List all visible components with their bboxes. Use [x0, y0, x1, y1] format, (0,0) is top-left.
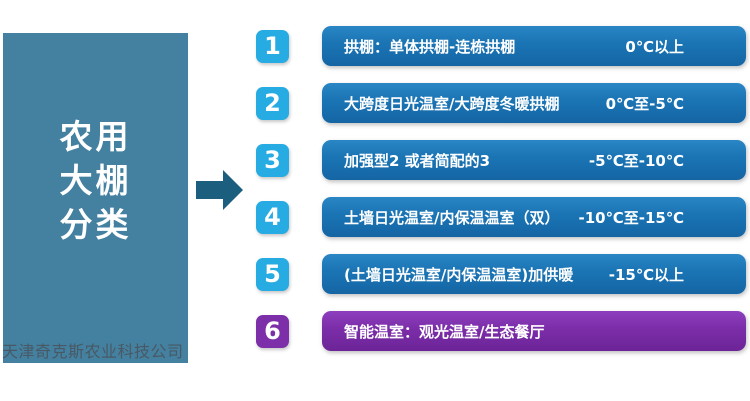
category-label: 加强型2 或者简配的3 — [344, 151, 491, 170]
temperature-range: 0℃至-5℃ — [605, 94, 684, 113]
category-bar[interactable]: 拱棚：单体拱棚-连栋拱棚 0℃以上 — [322, 26, 746, 66]
category-bar[interactable]: (土墙日光温室/内保温温室)加供暖 -15℃以上 — [322, 254, 746, 294]
row-number-badge: 6 — [256, 314, 289, 348]
list-item[interactable]: 1 拱棚：单体拱棚-连栋拱棚 0℃以上 — [256, 26, 746, 66]
category-bar[interactable]: 智能温室：观光温室/生态餐厅 — [322, 311, 746, 351]
list-item[interactable]: 2 大跨度日光温室/大跨度冬暖拱棚 0℃至-5℃ — [256, 83, 746, 123]
temperature-range: -5℃至-10℃ — [588, 151, 684, 170]
title-panel: 农用 大棚 分类 — [3, 33, 188, 363]
page-title: 农用 大棚 分类 — [3, 115, 188, 248]
list-item[interactable]: 3 加强型2 或者简配的3 -5℃至-10℃ — [256, 140, 746, 180]
category-label: 土墙日光温室/内保温温室（双） — [344, 208, 560, 227]
category-bar[interactable]: 土墙日光温室/内保温温室（双） -10℃至-15℃ — [322, 197, 746, 237]
temperature-range: -15℃以上 — [608, 265, 684, 284]
category-label: 大跨度日光温室/大跨度冬暖拱棚 — [344, 94, 560, 113]
category-bar[interactable]: 加强型2 或者简配的3 -5℃至-10℃ — [322, 140, 746, 180]
temperature-range: -10℃至-15℃ — [578, 208, 684, 227]
row-number-badge: 4 — [256, 200, 289, 234]
page-title-line-2: 大棚 — [59, 161, 132, 201]
category-bar[interactable]: 大跨度日光温室/大跨度冬暖拱棚 0℃至-5℃ — [322, 83, 746, 123]
category-label: 拱棚：单体拱棚-连栋拱棚 — [344, 37, 516, 56]
list-item[interactable]: 6 智能温室：观光温室/生态餐厅 — [256, 311, 746, 351]
arrow-right-icon — [196, 168, 244, 212]
list-item[interactable]: 5 (土墙日光温室/内保温温室)加供暖 -15℃以上 — [256, 254, 746, 294]
list-item[interactable]: 4 土墙日光温室/内保温温室（双） -10℃至-15℃ — [256, 197, 746, 237]
temperature-range: 0℃以上 — [625, 37, 684, 56]
row-number-badge: 3 — [256, 143, 289, 177]
category-label: 智能温室：观光温室/生态餐厅 — [344, 322, 545, 341]
row-number-badge: 2 — [256, 86, 289, 120]
row-number-badge: 1 — [256, 29, 289, 63]
company-watermark: 天津奇克斯农业科技公司 — [2, 342, 184, 361]
row-number-badge: 5 — [256, 257, 289, 291]
category-list: 1 拱棚：单体拱棚-连栋拱棚 0℃以上 2 大跨度日光温室/大跨度冬暖拱棚 0℃… — [256, 26, 746, 368]
page-title-line-3: 分类 — [59, 205, 132, 245]
page-title-line-1: 农用 — [59, 117, 132, 156]
category-label: (土墙日光温室/内保温温室)加供暖 — [344, 265, 574, 284]
